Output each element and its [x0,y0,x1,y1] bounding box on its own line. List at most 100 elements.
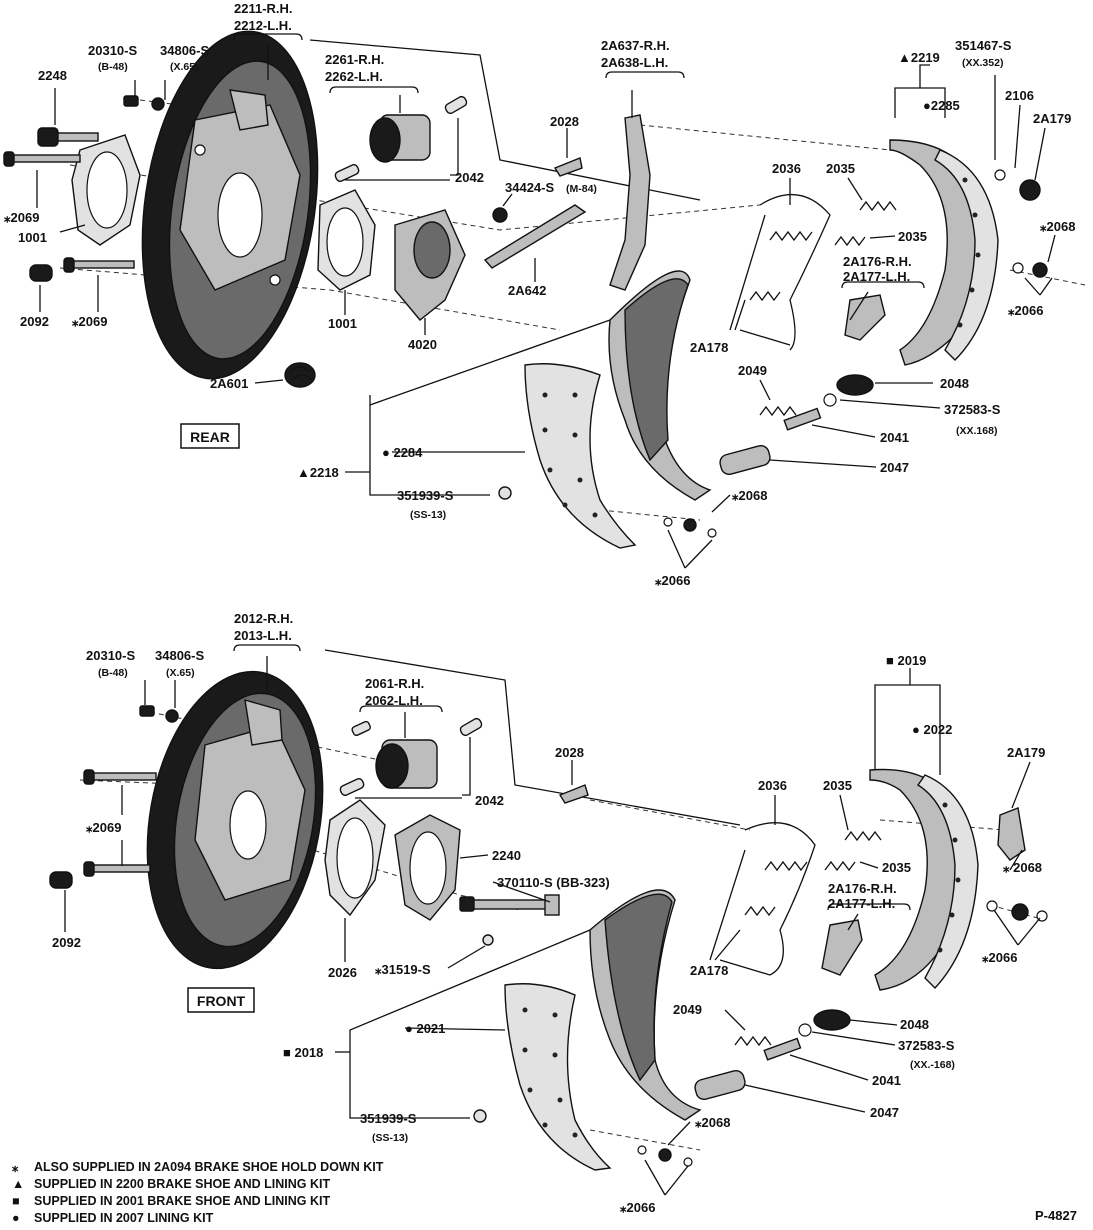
rear-wheel-cylinder [334,95,468,182]
rear-backing-plate [141,30,319,380]
label-2021: ● 2021 [405,1021,445,1036]
rear-assembly: REAR [3,1,1086,588]
svg-text:SUPPLIED IN 2200 BRAKE SHOE AN: SUPPLIED IN 2200 BRAKE SHOE AND LINING K… [34,1177,330,1191]
svg-text:SUPPLIED IN 2007 LINING KIT: SUPPLIED IN 2007 LINING KIT [34,1211,214,1225]
label-2061: 2061-R.H. [365,676,424,691]
front-backing-plate [146,670,324,970]
label-2212: 2212-L.H. [234,18,292,33]
front-section-label: FRONT [197,993,246,1009]
front-wheel-cylinder [339,717,483,796]
label-2a177-rear: 2A177-L.H. [843,269,910,284]
label-2069-front: ⁎2069 [86,820,121,835]
label-2028-front: 2028 [555,745,584,760]
legend-item: ▲ SUPPLIED IN 2200 BRAKE SHOE AND LINING… [12,1177,330,1191]
legend-item: ⁎ ALSO SUPPLIED IN 2A094 BRAKE SHOE HOLD… [12,1160,384,1174]
rear-leaders [36,33,1056,569]
label-2019: ■ 2019 [886,653,926,668]
label-370110: 370110-S (BB-323) [497,875,610,890]
label-1001-mid: 1001 [328,316,357,331]
label-2066-front-right: ⁎2066 [982,950,1017,965]
label-2068-rear-bottom: ⁎2068 [732,488,767,503]
label-2036-rear: 2036 [772,161,801,176]
label-372583-rear-sub: (XX.168) [956,425,997,437]
rear-section-box [180,423,240,449]
label-2a178-front: 2A178 [690,963,728,978]
svg-text:⁎: ⁎ [12,1160,19,1174]
label-1001-left: 1001 [18,230,47,245]
label-2068-rear-right: ⁎2068 [1040,219,1075,234]
front-gasket-and-seal [324,799,461,921]
label-2035-front-mid: 2035 [882,860,911,875]
label-2062: 2062-L.H. [365,693,423,708]
svg-text:▲: ▲ [12,1177,24,1191]
label-2092: 2092 [20,314,49,329]
front-adjuster-2028 [558,784,589,804]
label-2106: 2106 [1005,88,1034,103]
label-2068-front-bottom: ⁎2068 [695,1115,730,1130]
rear-bolts [3,95,165,282]
front-leaders [64,644,1041,1196]
label-2240: 2240 [492,848,521,863]
label-2066-rear-bottom: ⁎2066 [655,573,690,588]
label-2022: ● 2022 [912,722,952,737]
label-2035-rear-mid: 2035 [898,229,927,244]
legend-item: ● SUPPLIED IN 2007 LINING KIT [12,1211,214,1225]
label-2068-front-right: ⁎ 2068 [1003,860,1042,875]
label-351939-rear-sub: (SS-13) [410,509,446,521]
label-2026: 2026 [328,965,357,980]
label-34424-sub: (M-84) [566,183,597,195]
label-2a178-rear: 2A178 [690,340,728,355]
label-20310-sub: (B-48) [98,61,128,73]
label-2a177-front: 2A177-L.H. [828,896,895,911]
legend-item: ■ SUPPLIED IN 2001 BRAKE SHOE AND LINING… [12,1194,330,1208]
label-2248: 2248 [38,68,67,83]
label-372583-rear: 372583-S [944,402,1001,417]
label-34806-front-sub: (X.65) [166,667,195,679]
rear-gasket-and-housing [317,189,466,321]
label-2047-front: 2047 [870,1105,899,1120]
front-assembly: FRONT [49,611,1048,1215]
figure-id: P-4827 [1035,1208,1077,1223]
rear-primary-shoe [608,270,712,501]
label-2218: ▲2218 [297,465,339,480]
rear-section-label: REAR [190,429,230,445]
label-34806-front: 34806-S [155,648,204,663]
label-351467: 351467-S [955,38,1012,53]
label-2092-front: 2092 [52,935,81,950]
label-2013: 2013-L.H. [234,628,292,643]
label-2a179-front: 2A179 [1007,745,1045,760]
front-primary-shoe [589,889,702,1121]
label-34424: 34424-S [505,180,554,195]
rear-labels: 2211-R.H. 2212-L.H. 20310-S (B-48) 34806… [4,1,1075,588]
legend: ⁎ ALSO SUPPLIED IN 2A094 BRAKE SHOE HOLD… [12,1160,384,1225]
label-4020: 4020 [408,337,437,352]
label-2219: ▲2219 [898,50,940,65]
rear-springs [749,193,897,417]
label-2a176-rear: 2A176-R.H. [843,254,912,269]
label-2048-front: 2048 [900,1017,929,1032]
rear-lining-2284 [524,363,637,549]
label-2a176-front: 2A176-R.H. [828,881,897,896]
label-2261: 2261-R.H. [325,52,384,67]
label-2049-rear: 2049 [738,363,767,378]
label-2035-front-top: 2035 [823,778,852,793]
label-2018: ■ 2018 [283,1045,323,1060]
svg-text:ALSO SUPPLIED IN 2A094 BRAKE S: ALSO SUPPLIED IN 2A094 BRAKE SHOE HOLD D… [34,1160,384,1174]
label-351467-sub: (XX.352) [962,57,1003,69]
front-secondary-shoe [869,768,979,991]
label-2012: 2012-R.H. [234,611,293,626]
front-bolts [49,705,560,946]
rear-parking-lever [609,114,651,291]
rear-adjuster-strut [483,157,587,269]
rear-spring-2a601 [284,362,316,388]
label-351939-front: 351939-S [360,1111,417,1126]
label-2262: 2262-L.H. [325,69,383,84]
label-2a638: 2A638-L.H. [601,55,668,70]
label-2069-top: ⁎2069 [4,210,39,225]
label-2066-rear-right: ⁎2066 [1008,303,1043,318]
label-2041-front: 2041 [872,1073,901,1088]
label-2284: ● 2284 [382,445,423,460]
label-2211: 2211-R.H. [234,1,293,16]
label-2066-front-bottom: ⁎2066 [620,1200,655,1215]
